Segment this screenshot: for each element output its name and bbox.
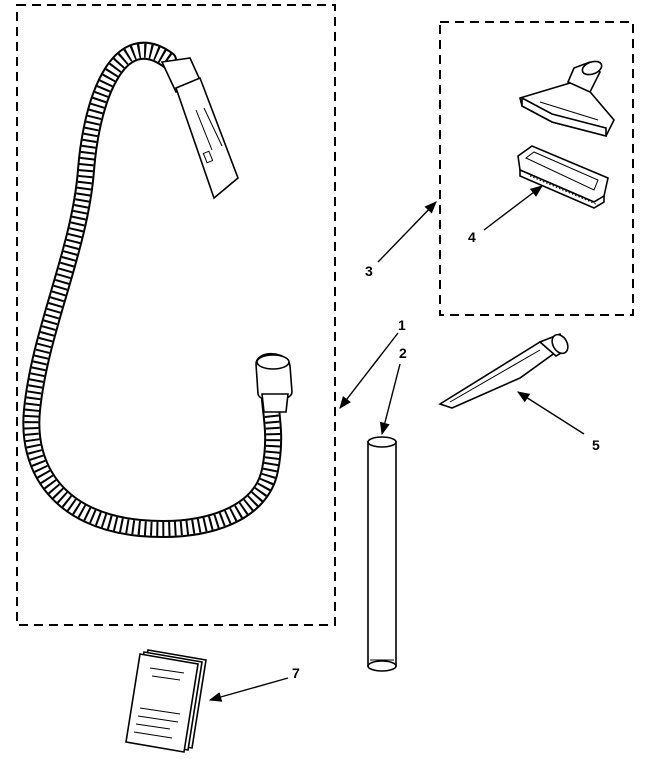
- leader-3: [377, 201, 437, 263]
- leader-5: [516, 391, 585, 435]
- leader-2: [379, 363, 401, 436]
- callout-3: 3: [365, 263, 373, 279]
- wand: [367, 436, 397, 672]
- floor-tool: [519, 60, 615, 138]
- crevice-tool: [438, 332, 569, 409]
- attachment-kit-box: [439, 21, 634, 316]
- callout-2: 2: [399, 345, 407, 361]
- leader-4: [483, 185, 544, 231]
- hose-group-box: [16, 4, 336, 626]
- callout-4: 4: [468, 229, 476, 245]
- callout-5: 5: [592, 437, 600, 453]
- leader-1: [339, 332, 399, 409]
- hose-assembly: [22, 41, 293, 538]
- hose-cuff: [255, 352, 293, 413]
- callout-7: 7: [292, 665, 300, 681]
- brush-tool: [517, 145, 609, 209]
- owners-manual: [125, 649, 207, 753]
- hose-handle: [160, 57, 239, 200]
- callout-1: 1: [398, 317, 406, 333]
- leader-7: [208, 677, 289, 702]
